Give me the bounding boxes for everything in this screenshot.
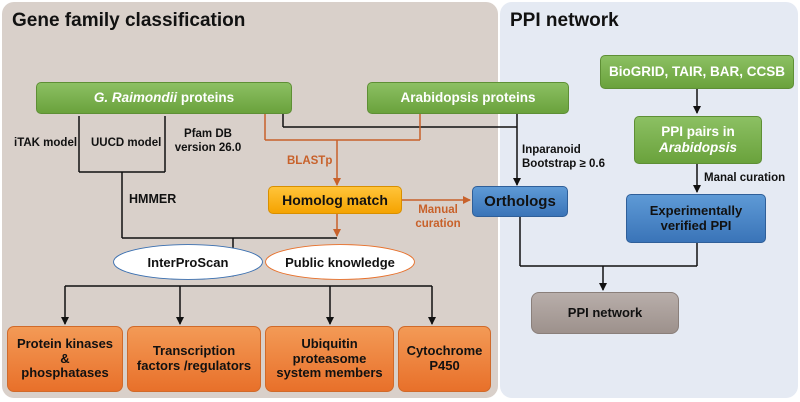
protein-kinases-box: Protein kinases & phosphatases [7, 326, 123, 392]
ppi-pairs-line1: PPI pairs in [661, 124, 735, 140]
uucd-model-label: UUCD model [91, 137, 162, 149]
exp-ppi-line2: verified PPI [660, 217, 732, 233]
ppi-network-box: PPI network [531, 292, 679, 334]
manal-curation-label: Manal curation [704, 172, 786, 184]
tf-line1: Transcription [152, 343, 236, 359]
public-knowledge-label: Public knowledge [285, 254, 395, 270]
exp-ppi-line1: Experimentally [649, 202, 743, 218]
interproscan-oval: InterProScan [114, 245, 262, 279]
ubiquitin-box: Ubiquitin proteasome system members [265, 326, 394, 392]
ubiquitin-line2: proteasome [292, 350, 367, 366]
interproscan-label: InterProScan [147, 254, 229, 270]
ppi-pairs-box: PPI pairs in Arabidopsis [634, 116, 762, 164]
arabidopsis-proteins-label: Arabidopsis proteins [400, 90, 536, 106]
transcription-factors-box: Transcription factors /regulators [127, 326, 261, 392]
orthologs-box: Orthologs [472, 186, 568, 217]
arabidopsis-proteins-box: Arabidopsis proteins [367, 82, 569, 114]
cyto-line1: Cytochrome [406, 343, 483, 359]
cytochrome-box: Cytochrome P450 [398, 326, 491, 392]
inparanoid-line1: Inparanoid [522, 144, 581, 156]
manual-line1: Manual [418, 204, 458, 216]
g-raimondii-proteins-box: G. Raimondii proteins [36, 82, 292, 114]
inparanoid-label: Inparanoid Bootstrap ≥ 0.6 [522, 144, 605, 172]
experimentally-verified-ppi-box: Experimentally verified PPI [626, 194, 766, 243]
g-raimondii-rest: proteins [177, 90, 235, 106]
databases-box: BioGRID, TAIR, BAR, CCSB [600, 55, 794, 89]
tf-line2: factors /regulators [136, 358, 252, 373]
ppi-pairs-line2: Arabidopsis [658, 140, 737, 155]
blastp-label: BLASTp [287, 155, 333, 167]
hmmer-label: HMMER [129, 192, 177, 206]
ppi-network-label: PPI network [567, 304, 643, 320]
manual-line2: curation [415, 217, 461, 230]
pfam-line2: version 26.0 [174, 141, 242, 154]
ppi-network-title: PPI network [510, 10, 619, 31]
ubiquitin-line3: system members [276, 365, 383, 381]
itak-model-label: iTAK model [14, 137, 78, 149]
homolog-match-label: Homolog match [282, 191, 388, 208]
inparanoid-line2: Bootstrap ≥ 0.6 [522, 157, 605, 170]
manual-curation-label: Manual curation [410, 204, 466, 232]
public-knowledge-oval: Public knowledge [266, 245, 414, 279]
pfam-label: Pfam DB version 26.0 [170, 128, 246, 156]
protein-kinases-line1: Protein kinases [16, 335, 114, 351]
cyto-line2: P450 [429, 358, 460, 373]
ubiquitin-line1: Ubiquitin [301, 335, 358, 351]
protein-kinases-line3: phosphatases [21, 365, 109, 381]
protein-kinases-line2: & [60, 350, 70, 366]
g-raimondii-italic: G. Raimondii [93, 90, 178, 106]
pfam-line1: Pfam DB [184, 128, 232, 140]
databases-label: BioGRID, TAIR, BAR, CCSB [609, 64, 785, 80]
homolog-match-box: Homolog match [268, 186, 402, 214]
orthologs-label: Orthologs [484, 192, 556, 210]
gene-family-title: Gene family classification [12, 10, 246, 31]
